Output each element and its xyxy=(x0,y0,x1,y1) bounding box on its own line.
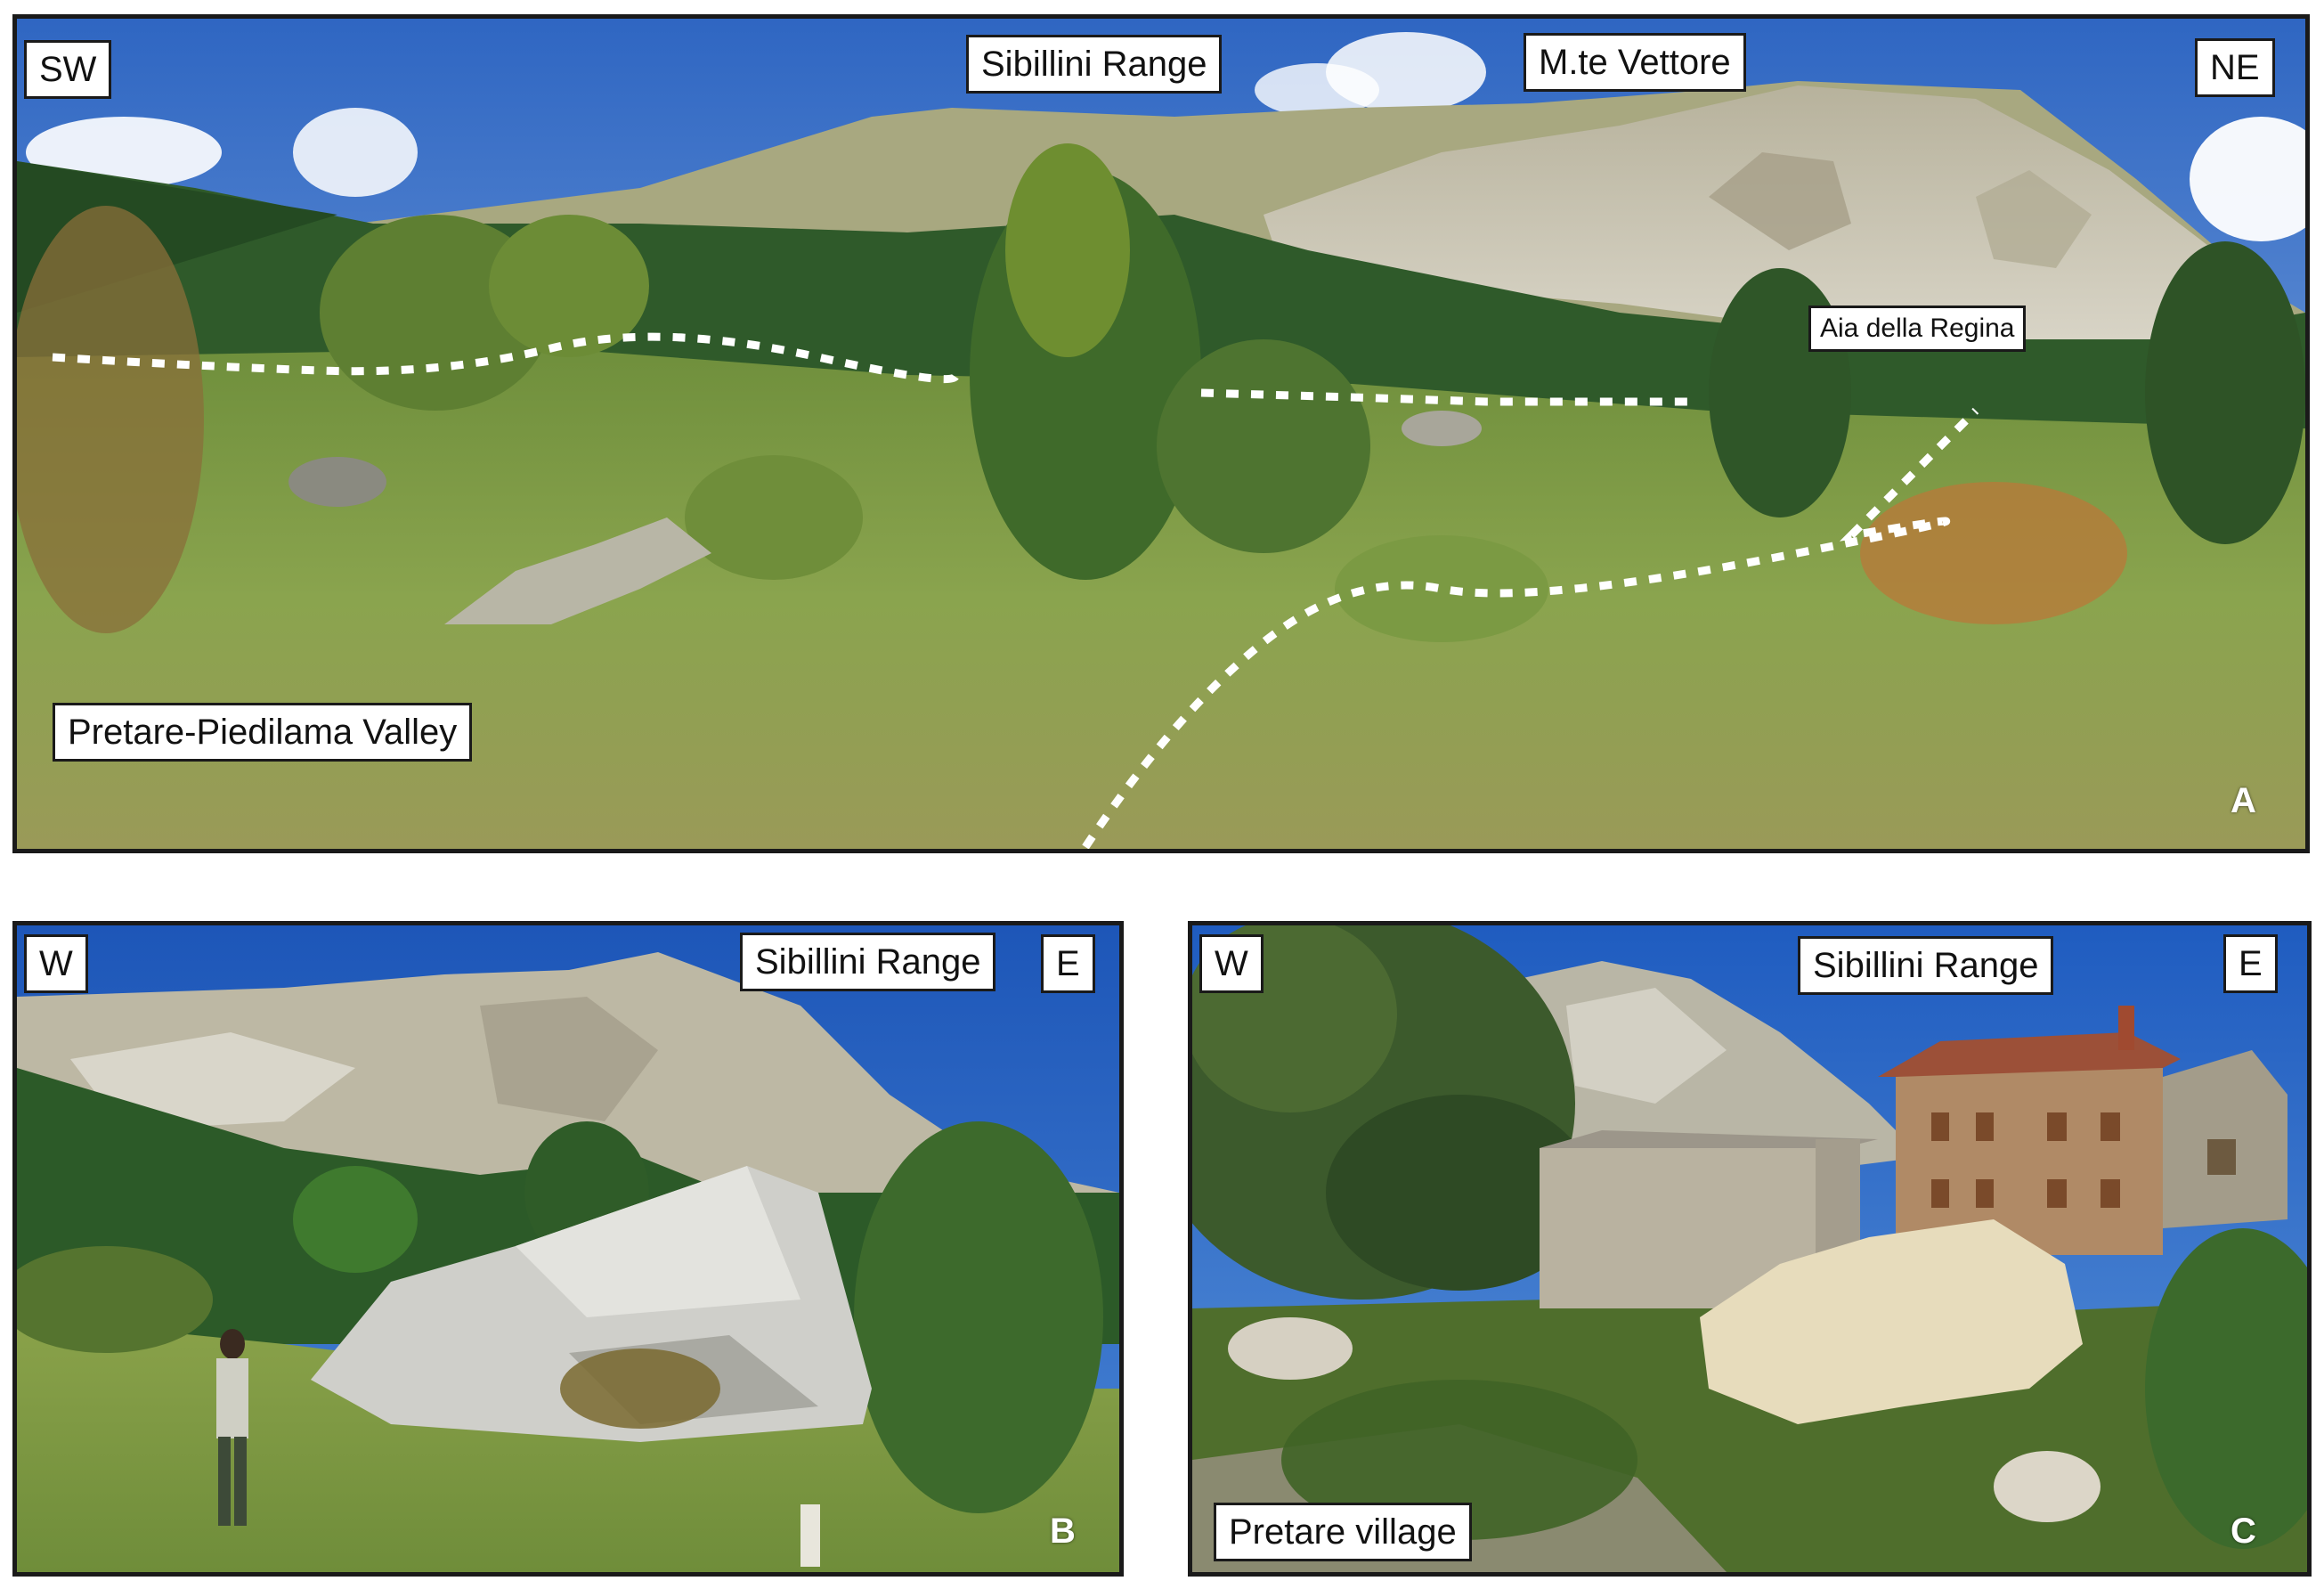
panel-letter-c: C xyxy=(2231,1512,2256,1551)
direction-label-w: W xyxy=(1199,934,1264,993)
direction-label-e: E xyxy=(1041,934,1095,993)
panel-letter-a: A xyxy=(2231,781,2256,820)
direction-label-w: W xyxy=(24,934,88,993)
locality-label: Aia della Regina xyxy=(1808,306,2027,352)
direction-label-ne: NE xyxy=(2195,38,2275,97)
panel-letter-b: B xyxy=(1050,1512,1076,1551)
direction-label-sw: SW xyxy=(24,40,112,99)
range-label: Sibillini Range xyxy=(1798,936,2054,995)
range-label: Sibillini Range xyxy=(966,35,1223,94)
photo-c-village xyxy=(1192,925,2307,1572)
summit-label: M.te Vettore xyxy=(1524,33,1746,92)
range-label: Sibillini Range xyxy=(740,933,996,991)
valley-label: Pretare-Piedilama Valley xyxy=(53,703,473,762)
photo-panel-b: W Sibillini Range E B xyxy=(12,921,1124,1577)
photo-b-boulder xyxy=(17,925,1119,1572)
village-label: Pretare village xyxy=(1214,1503,1472,1561)
photo-panel-a: SW Sibillini Range M.te Vettore NE Aia d… xyxy=(12,14,2310,853)
photo-panel-c: W Sibillini Range E Pretare village C xyxy=(1188,921,2312,1577)
direction-label-e: E xyxy=(2223,934,2278,993)
